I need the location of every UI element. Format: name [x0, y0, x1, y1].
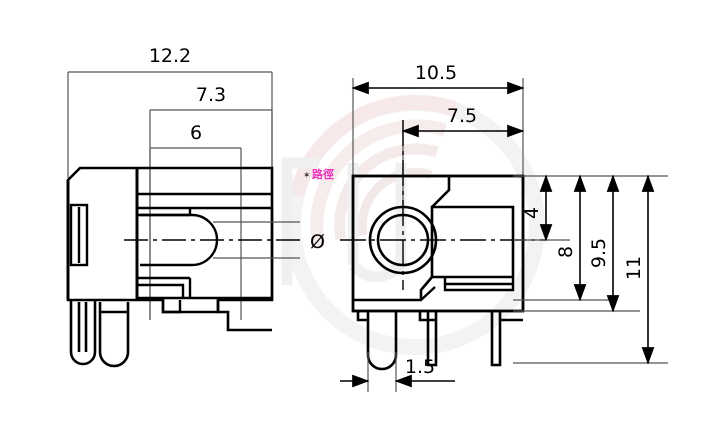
left-body-lower-step [216, 300, 272, 332]
dim-label-6: 6 [190, 122, 202, 144]
right-view-group: 10.5 7.5 [340, 62, 668, 392]
right-body-outline [351, 174, 525, 313]
left-bottom-tabs [161, 300, 182, 314]
right-dimension-lines-side [539, 174, 655, 365]
dim-label-9-5: 9.5 [588, 238, 610, 268]
right-dimension-lines-top [351, 81, 525, 138]
right-extension-lines-bottom [367, 352, 397, 392]
watermark-star: ✶ [303, 171, 311, 181]
left-diameter-leaders [213, 221, 300, 259]
dim-label-8: 8 [555, 246, 577, 258]
dim-label-diameter: Ø [310, 231, 325, 253]
watermark-label: ✶ 路徑 [303, 167, 334, 181]
dim-label-1-5: 1.5 [405, 356, 435, 378]
left-extension-lines [67, 72, 273, 320]
left-contact-arm [135, 283, 185, 298]
watermark-text: 路徑 [312, 167, 334, 181]
right-lower-ledge [443, 277, 515, 292]
left-view-group: 12.2 7.3 6 [66, 45, 325, 368]
dim-label-10-5: 10.5 [415, 62, 457, 84]
left-dimension-lines [68, 71, 272, 149]
left-inner-cavity [135, 192, 274, 300]
left-side-slot [69, 203, 89, 267]
dim-label-7-5: 7.5 [447, 105, 477, 127]
dim-label-12-2: 12.2 [149, 45, 191, 67]
left-pins-group [69, 300, 130, 368]
dim-label-7-3: 7.3 [196, 84, 226, 106]
dim-label-4: 4 [521, 207, 543, 219]
dim-label-11: 11 [623, 256, 645, 280]
right-lower-diagonal [353, 286, 436, 302]
